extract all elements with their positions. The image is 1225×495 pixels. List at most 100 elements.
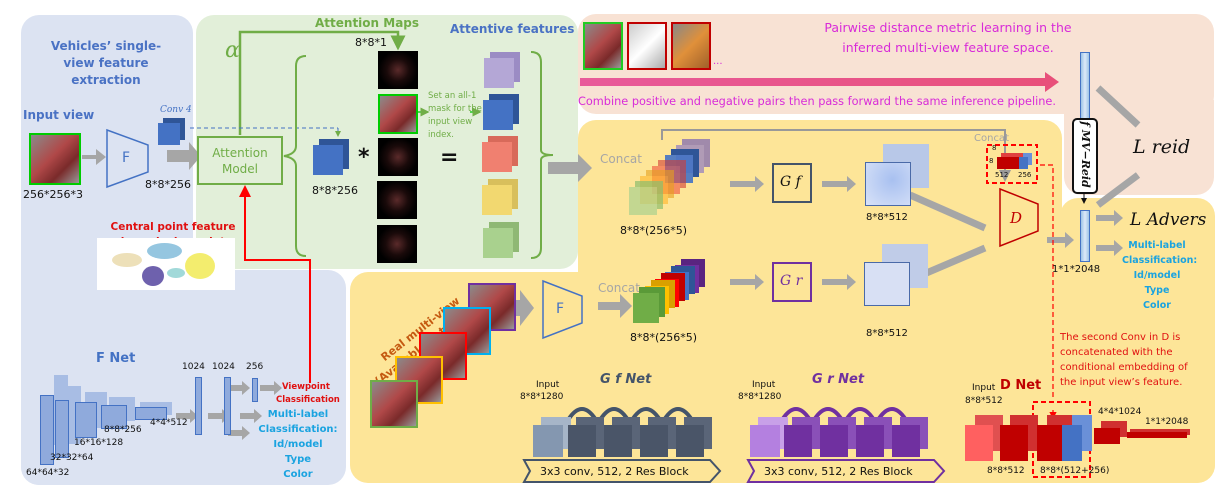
ml-right-0: Multi-label [1128, 240, 1186, 251]
single-view-title: Vehicles’ single-view feature extraction [50, 39, 162, 87]
input-view-label: Input view [23, 108, 95, 122]
concat-size: 8*8*(256*5) [620, 224, 688, 237]
d-block-1 [1000, 425, 1028, 461]
ellipsis: ... [713, 56, 723, 67]
viewpoint-class-1: Viewpoint [282, 382, 330, 392]
fnet-size-4: 8*8*256 [104, 425, 142, 435]
gr-input-block [750, 425, 780, 457]
attention-map-5 [377, 225, 417, 263]
real-f-label: F [556, 301, 565, 317]
d-block-4 [1127, 432, 1187, 438]
concat-top-label: Concat [974, 133, 1009, 144]
alpha-symbol: α [225, 38, 240, 63]
gray-arrows [82, 142, 1123, 440]
gr-label: G r [780, 273, 803, 289]
fnet-size-2: 32*32*64 [50, 453, 94, 463]
d-size-4: 1*1*2048 [1145, 417, 1189, 427]
fnet-layer-2 [55, 400, 69, 458]
fnet-layer-4 [101, 405, 127, 429]
fused-cube-green [629, 187, 657, 215]
fnet-layer-3 [75, 402, 97, 438]
fnet-layer-1 [40, 395, 54, 465]
conv4-cube [158, 123, 180, 145]
embed-dim-256: 256 [1018, 171, 1032, 179]
d-size-2: 8*8*(512+256) [1040, 466, 1110, 476]
gr-net-title: G r Net [812, 372, 865, 387]
fnet-size-5: 4*4*512 [150, 418, 188, 428]
d-net-input-label: Input [972, 383, 996, 393]
anchor-image [583, 22, 623, 70]
ml-left-3: Type [284, 454, 312, 465]
gf-block-4 [676, 425, 704, 457]
gr-box[interactable]: G r [772, 262, 812, 302]
d-input-block [965, 425, 993, 461]
loss-advers: L Advers [1130, 210, 1207, 230]
gr-block-1 [784, 425, 812, 457]
attentive-cube-yellow [482, 185, 512, 215]
input-view-image[interactable] [29, 133, 81, 185]
gr-block-4 [892, 425, 920, 457]
mask-note: Set an all-1 mask for the input view ind… [428, 91, 482, 140]
fc-256 [252, 378, 258, 402]
attentive-cube-red [482, 142, 512, 172]
fnet-panel [21, 270, 346, 485]
multiply-sign: * [358, 145, 370, 170]
gf-block-3 [640, 425, 668, 457]
fc-label-3: 256 [246, 362, 264, 372]
f-label: F [122, 150, 131, 166]
attentive-cube-green [483, 228, 513, 258]
embed-dim-8a: 8 [992, 144, 997, 152]
d-size-3: 4*4*1024 [1098, 407, 1142, 417]
adv-vector [1080, 210, 1090, 262]
ml-right-1: Classification: [1122, 255, 1198, 266]
fnet-multi-label: Multi-label Classification: Id/model Typ… [256, 407, 340, 482]
d-embed-block [1062, 425, 1082, 461]
gr-output-cube [864, 262, 910, 306]
d-net-input-size: 8*8*512 [965, 396, 1003, 406]
ml-right-2: Id/model [1133, 270, 1181, 281]
gf-box[interactable]: G f [772, 163, 812, 203]
gf-input-size: 8*8*1280 [520, 392, 564, 402]
feature-size: 8*8*256 [312, 184, 358, 197]
d-block-3 [1094, 428, 1120, 444]
embed-blue-cube [1019, 157, 1028, 169]
f-net-title: F Net [96, 351, 136, 366]
real-concat-size: 8*8*(256*5) [630, 331, 698, 344]
multi-label-right: Multi-label Classification: Id/model Typ… [1122, 238, 1198, 313]
gf-input-block [533, 425, 563, 457]
f-mv-reid-box[interactable]: f MV−Reid [1072, 118, 1098, 194]
d-net-title: D Net [1000, 378, 1042, 393]
gr-input-label: Input [752, 380, 776, 390]
attention-map-input [378, 94, 418, 134]
d-size-1: 8*8*512 [987, 466, 1025, 476]
gr-block-2 [820, 425, 848, 457]
fc-1024-a [195, 377, 202, 435]
vector-size: 1*1*2048 [1052, 264, 1101, 275]
gf-output-size: 8*8*512 [866, 212, 908, 223]
ml-left-1: Classification: [258, 424, 338, 435]
ml-right-3: Type [1144, 285, 1170, 296]
attention-model-box[interactable]: Attention Model [197, 136, 283, 185]
attention-map-3 [378, 138, 418, 176]
embed-red-cube [997, 157, 1019, 169]
equals-sign: = [440, 145, 459, 170]
fnet-size-1: 64*64*32 [26, 468, 70, 478]
gr-output-size: 8*8*512 [866, 328, 908, 339]
gf-block-1 [568, 425, 596, 457]
input-size-label: 256*256*3 [23, 188, 83, 201]
f-mv-reid-label: f MV−Reid [1078, 121, 1092, 188]
ml-left-0: Multi-label [267, 409, 329, 420]
d-block-2 [1037, 425, 1062, 461]
feature-cube [313, 145, 343, 175]
negative-image-1 [627, 22, 667, 70]
fnet-layer-5 [135, 407, 167, 420]
gf-label: G f [780, 174, 801, 190]
real-concat-label: Concat [598, 281, 640, 295]
conv4-label: Conv 4 [160, 105, 192, 115]
viewpoint-cluster-plot [97, 238, 235, 290]
attention-map-1 [378, 51, 418, 89]
fc-1024-b [224, 377, 231, 435]
attentive-cube-blue [483, 100, 513, 130]
gray-diagonals [908, 85, 1141, 284]
d-net-note: The second Conv in D is concatenated wit… [1060, 332, 1188, 388]
